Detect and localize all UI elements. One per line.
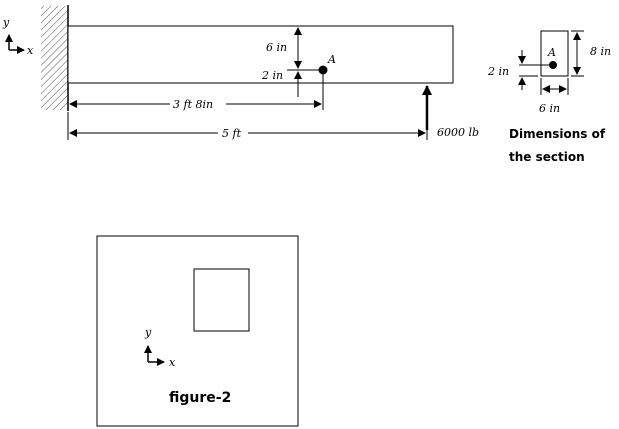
dim-6in: 6 in <box>266 27 302 69</box>
dim-3ft8in: 3 ft 8in <box>69 74 324 111</box>
axes-icon-figure-2: y x <box>144 326 176 369</box>
point-a-marker <box>318 65 328 75</box>
section-detail: A 2 in 8 in 6 in Dimensions of the secti… <box>487 30 611 164</box>
dim-2in: 2 in <box>261 69 302 97</box>
axis-y-label: y <box>2 16 10 29</box>
load-arrow: 6000 lb <box>422 85 479 139</box>
dim-6in-label: 6 in <box>266 41 287 54</box>
beam-body <box>67 25 454 84</box>
axes-icon-top: y x <box>2 16 34 57</box>
figure-2-inner-square <box>193 268 250 332</box>
figure-2-axis-x-label: x <box>169 356 176 369</box>
dim-5ft-label: 5 ft <box>222 127 242 140</box>
section-dim-8in-label: 8 in <box>590 45 611 58</box>
section-caption-line2: the section <box>509 150 585 164</box>
point-a-label: A <box>327 53 336 66</box>
figure-2-axis-y-label: y <box>144 326 152 339</box>
section-outline <box>540 30 569 77</box>
figure-2: y x figure-2 <box>96 235 299 427</box>
dim-5ft: 5 ft <box>67 112 428 140</box>
section-dim-2in-label: 2 in <box>487 65 509 78</box>
axis-x-label: x <box>27 44 34 57</box>
section-point-a-marker <box>549 61 557 69</box>
load-label: 6000 lb <box>437 126 479 139</box>
section-dim-6in-label: 6 in <box>539 102 560 115</box>
dim-2in-label: 2 in <box>261 69 283 82</box>
figure-2-caption: figure-2 <box>169 390 231 406</box>
section-point-a-label: A <box>547 46 556 59</box>
dim-3ft8in-label: 3 ft 8in <box>173 98 213 111</box>
fixed-wall-support <box>41 6 68 110</box>
section-caption-line1: Dimensions of <box>509 127 606 141</box>
